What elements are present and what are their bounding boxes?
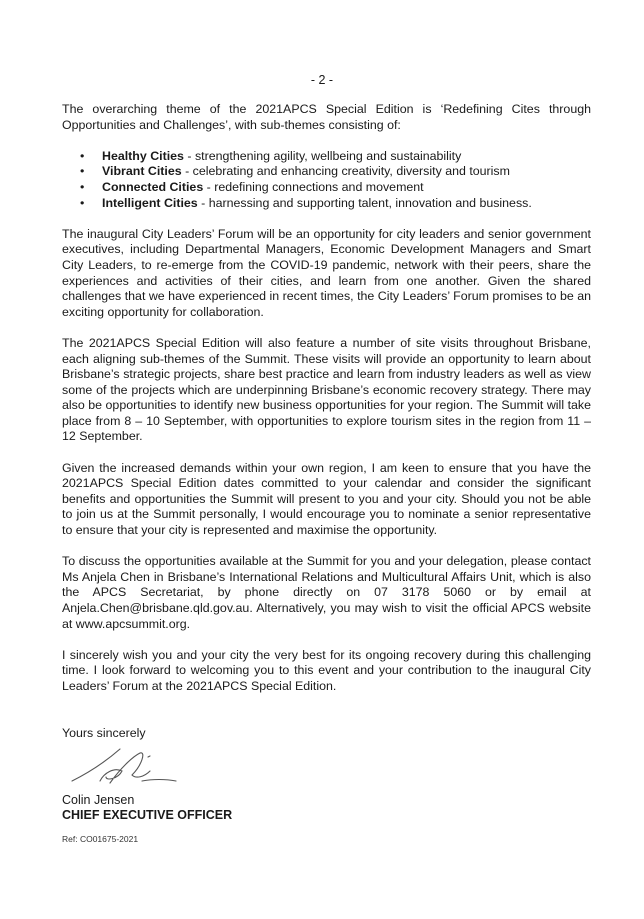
contact-paragraph: To discuss the opportunities available a… — [62, 554, 591, 631]
intro-paragraph: The overarching theme of the 2021APCS Sp… — [62, 102, 591, 132]
signature — [62, 743, 591, 793]
closing-paragraph: I sincerely wish you and your city the v… — [62, 647, 591, 693]
theme-name: Intelligent Cities — [102, 195, 198, 210]
signature-icon — [71, 748, 177, 784]
theme-desc: - strengthening agility, wellbeing and s… — [183, 148, 462, 163]
forum-paragraph: The inaugural City Leaders’ Forum will b… — [62, 226, 591, 319]
attendance-paragraph: Given the increased demands within your … — [62, 460, 591, 538]
theme-name: Connected Cities — [102, 179, 204, 194]
theme-desc: - harnessing and supporting talent, inno… — [197, 195, 532, 210]
letter-body: The overarching theme of the 2021APCS Sp… — [62, 102, 591, 848]
theme-item: Intelligent Cities - harnessing and supp… — [80, 195, 591, 212]
signatory-title: CHIEF EXECUTIVE OFFICER — [62, 808, 233, 823]
theme-item: Connected Cities - redefining connection… — [80, 179, 591, 196]
site-visits-paragraph: The 2021APCS Special Edition will also f… — [62, 335, 591, 444]
signatory-name: Colin Jensen — [62, 793, 135, 808]
theme-item: Healthy Cities - strengthening agility, … — [80, 148, 591, 165]
theme-desc: - redefining connections and movement — [203, 179, 424, 194]
theme-desc: - celebrating and enhancing creativity, … — [181, 164, 510, 179]
theme-item: Vibrant Cities - celebrating and enhanci… — [80, 164, 591, 180]
reference-number: Ref: CO01675-2021 — [62, 834, 139, 845]
sub-themes-list: Healthy Cities - strengthening agility, … — [62, 149, 591, 211]
valediction: Yours sincerely — [62, 725, 146, 740]
theme-name: Healthy Cities — [102, 148, 184, 163]
page-number: - 2 - — [310, 73, 334, 87]
theme-name: Vibrant Cities — [102, 164, 182, 179]
